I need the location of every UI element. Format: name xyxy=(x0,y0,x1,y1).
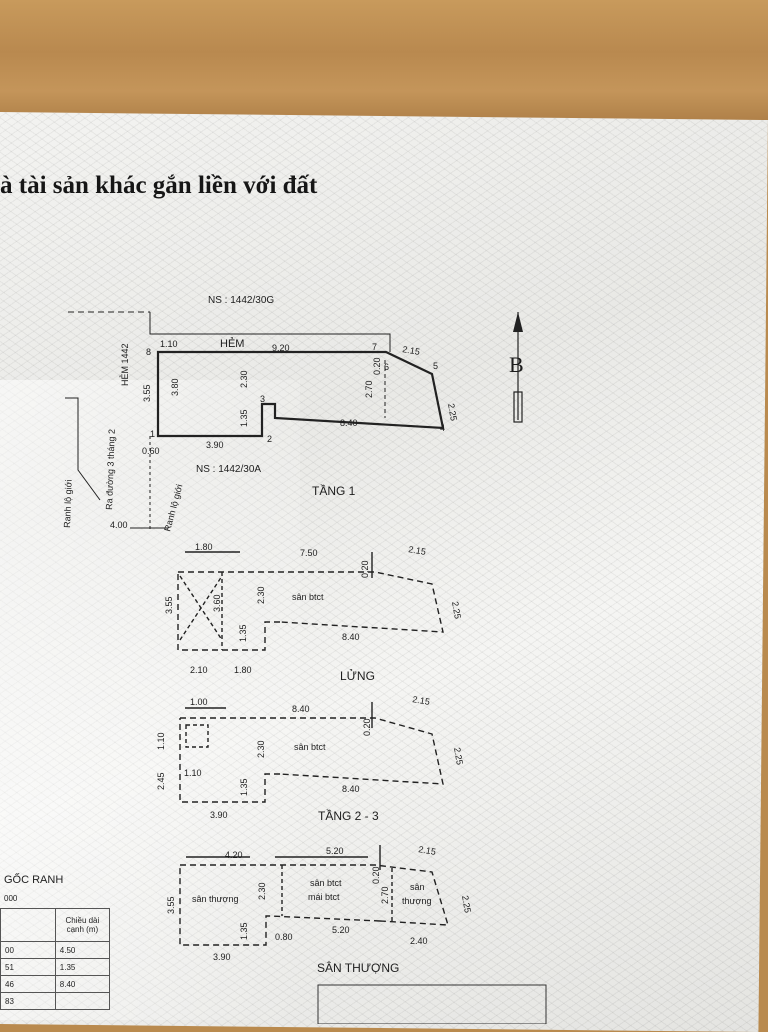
svg-text:Ra đường 3 tháng 2: Ra đường 3 tháng 2 xyxy=(104,429,117,510)
svg-text:3.55: 3.55 xyxy=(164,596,174,614)
svg-text:6: 6 xyxy=(384,362,389,372)
svg-text:2.30: 2.30 xyxy=(239,370,249,388)
svg-text:1.35: 1.35 xyxy=(239,409,249,427)
svg-text:2.30: 2.30 xyxy=(256,740,266,758)
svg-text:1.35: 1.35 xyxy=(239,922,249,940)
bottom-table-frame xyxy=(317,984,547,1024)
svg-text:3.90: 3.90 xyxy=(213,952,231,962)
svg-text:2.25: 2.25 xyxy=(452,747,465,766)
svg-text:sân thượng: sân thượng xyxy=(192,894,238,904)
svg-text:0.20: 0.20 xyxy=(362,718,372,736)
svg-text:3.55: 3.55 xyxy=(166,896,176,914)
ground-floor-labels: NS : 1442/30G HẺM 1.10 9.20 2.15 8 7 6 5… xyxy=(62,295,459,533)
ground-floor-plan xyxy=(65,311,445,530)
svg-text:4.00: 4.00 xyxy=(110,520,128,530)
svg-text:8.40: 8.40 xyxy=(292,704,310,714)
svg-text:8.40: 8.40 xyxy=(342,632,360,642)
svg-text:mái btct: mái btct xyxy=(308,892,340,902)
svg-text:Ranh lộ giới: Ranh lộ giới xyxy=(62,479,74,528)
svg-text:2.40: 2.40 xyxy=(410,936,428,946)
svg-text:1.10: 1.10 xyxy=(156,732,166,750)
svg-text:7.50: 7.50 xyxy=(300,548,318,558)
north-label: B xyxy=(509,352,524,377)
svg-text:1.10: 1.10 xyxy=(160,339,178,349)
svg-text:5.20: 5.20 xyxy=(332,925,350,935)
north-arrow-icon: B xyxy=(509,312,524,423)
wooden-desk-background xyxy=(0,0,768,130)
mezzanine-labels: 1.80 7.50 2.15 3.55 3.60 2.30 1.35 0.20 … xyxy=(164,542,463,683)
svg-text:2.25: 2.25 xyxy=(446,403,459,422)
svg-text:sân: sân xyxy=(410,882,425,892)
svg-text:HẺM: HẺM xyxy=(220,337,244,350)
svg-text:3.90: 3.90 xyxy=(206,440,224,450)
ground-floor-title: TẦNG 1 xyxy=(312,483,356,498)
svg-text:8.40: 8.40 xyxy=(340,418,358,428)
svg-text:3.55: 3.55 xyxy=(142,384,152,402)
svg-text:2.15: 2.15 xyxy=(412,694,431,707)
mezzanine-title: LỬNG xyxy=(340,668,375,683)
svg-text:3: 3 xyxy=(260,394,265,404)
mezzanine-plan xyxy=(177,551,444,651)
document-heading: à tài sản khác gắn liền với đất xyxy=(0,172,318,199)
svg-text:3.60: 3.60 xyxy=(212,594,222,612)
svg-text:0.60: 0.60 xyxy=(142,446,160,456)
svg-text:1.80: 1.80 xyxy=(195,542,213,552)
floor-2-3-plan xyxy=(179,702,444,803)
svg-text:2.10: 2.10 xyxy=(190,665,208,675)
svg-text:2.25: 2.25 xyxy=(460,895,473,914)
svg-text:0.20: 0.20 xyxy=(371,866,381,884)
svg-text:Ranh lộ giới: Ranh lộ giới xyxy=(162,483,184,532)
svg-text:2.45: 2.45 xyxy=(156,772,166,790)
svg-text:8.40: 8.40 xyxy=(342,784,360,794)
svg-text:0.20: 0.20 xyxy=(360,560,370,578)
svg-text:5: 5 xyxy=(433,361,438,371)
roof-plan xyxy=(179,845,449,946)
svg-text:1.00: 1.00 xyxy=(190,697,208,707)
svg-text:HẺM 1442: HẺM 1442 xyxy=(119,343,130,386)
svg-text:4: 4 xyxy=(440,423,445,433)
svg-text:3.80: 3.80 xyxy=(170,378,180,396)
roof-title: SÂN THƯỢNG xyxy=(317,960,399,975)
svg-text:1.80: 1.80 xyxy=(234,665,252,675)
svg-text:NS : 1442/30A: NS : 1442/30A xyxy=(196,464,261,475)
svg-text:1: 1 xyxy=(150,429,155,439)
svg-text:0.20: 0.20 xyxy=(372,357,382,375)
svg-text:8: 8 xyxy=(146,347,151,357)
svg-text:1.35: 1.35 xyxy=(239,778,249,796)
svg-text:7: 7 xyxy=(372,342,377,352)
svg-text:1.35: 1.35 xyxy=(238,624,248,642)
svg-text:thượng: thượng xyxy=(402,896,431,906)
svg-text:2.25: 2.25 xyxy=(450,601,463,620)
svg-text:2.30: 2.30 xyxy=(256,586,266,604)
roof-labels: 4.20 5.20 2.15 0.20 3.55 2.30 2.70 2.25 … xyxy=(166,844,473,975)
svg-text:1.10: 1.10 xyxy=(184,768,202,778)
svg-text:2.15: 2.15 xyxy=(408,544,427,557)
floor-2-3-labels: 1.00 8.40 2.15 1.10 2.30 0.20 2.25 2.45 … xyxy=(156,694,465,823)
svg-text:0.80: 0.80 xyxy=(275,932,293,942)
svg-text:sân btct: sân btct xyxy=(310,878,342,888)
svg-text:3.90: 3.90 xyxy=(210,810,228,820)
svg-text:4.20: 4.20 xyxy=(225,850,243,860)
svg-text:sân btct: sân btct xyxy=(294,742,326,752)
svg-text:2: 2 xyxy=(267,434,272,444)
svg-text:2.70: 2.70 xyxy=(364,380,374,398)
svg-text:2.70: 2.70 xyxy=(380,886,390,904)
floor-2-3-title: TẦNG 2 - 3 xyxy=(318,808,379,823)
svg-text:2.30: 2.30 xyxy=(257,882,267,900)
svg-text:2.15: 2.15 xyxy=(418,844,437,857)
svg-text:5.20: 5.20 xyxy=(326,846,344,856)
svg-text:NS : 1442/30G: NS : 1442/30G xyxy=(208,295,274,306)
svg-text:2.15: 2.15 xyxy=(402,344,421,357)
svg-text:sân btct: sân btct xyxy=(292,592,324,602)
svg-text:9.20: 9.20 xyxy=(272,343,290,353)
